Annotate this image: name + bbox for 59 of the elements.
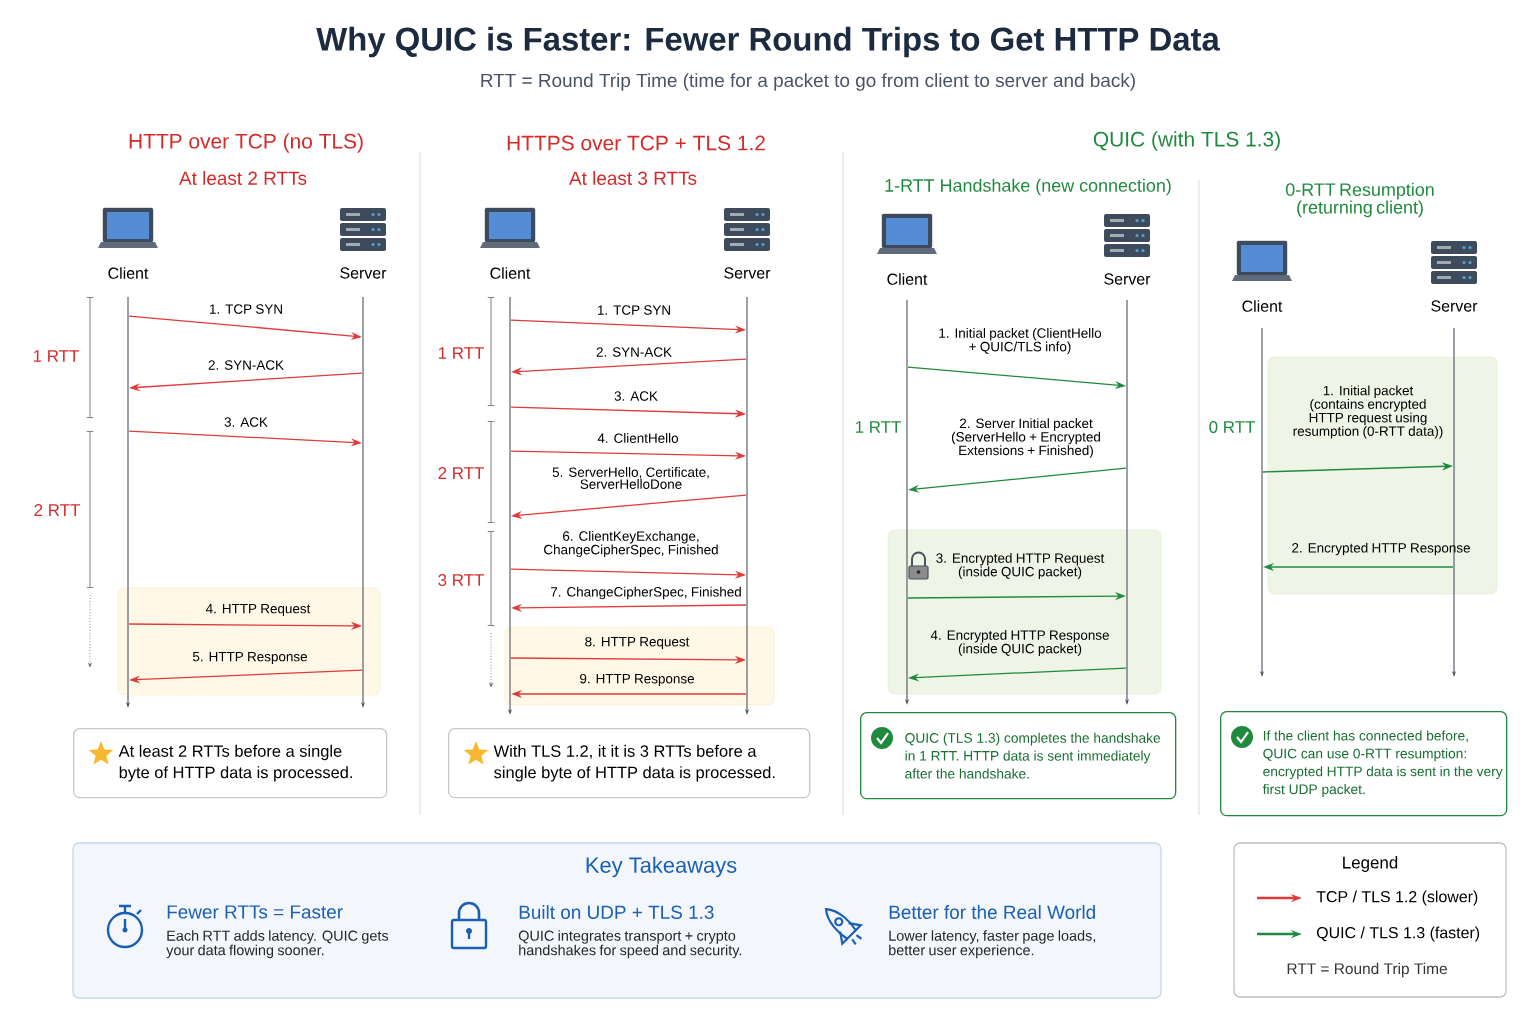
edge-label: 2. Encrypted HTTP Response: [1292, 542, 1470, 556]
rtt-label: 1 RTT: [438, 347, 484, 359]
title: Why QUIC is Faster: Fewer Round Trips to Get HTTP Data: [316, 26, 1220, 58]
edge-label: 8. HTTP Request: [585, 636, 690, 650]
actor-label: Server: [1431, 300, 1478, 312]
edge-label: 4. ClientHello: [597, 433, 679, 443]
edge-label: 4. HTTP Request: [205, 604, 311, 617]
rtt-label: 1 RTT: [33, 350, 79, 362]
note-box: If the client has connected before, QUIC can use 0-RTT resumption: encrypted HTTP data is sent in the very first UDP packet.: [1220, 711, 1508, 817]
column-subheading: At least 2 RTTs: [179, 171, 307, 185]
panel-title: Key Takeaways: [586, 856, 737, 878]
rtt-label: 1 RTT: [855, 421, 901, 433]
actor-label: Client: [1242, 300, 1283, 312]
actor-label: Client: [490, 267, 531, 279]
column-heading: QUIC (with TLS 1.3): [1093, 131, 1280, 151]
edge-label: 3. ACK: [614, 391, 658, 401]
column-subheading: 0-RTT Resumption (returning client): [1285, 182, 1434, 218]
edge-label: 2. SYN-ACK: [596, 347, 672, 357]
column-subheading: At least 3 RTTs: [569, 171, 697, 185]
note-box: With TLS 1.2, it it is 3 RTTs before a single byte of HTTP data is processed.: [448, 728, 811, 799]
edge-label: 1. Initial packet (ClientHello + QUIC/TLS info): [939, 327, 1102, 355]
rtt-label: 2 RTT: [438, 467, 484, 479]
edge-label: 7. ChangeCipherSpec, Finished: [550, 586, 741, 600]
actor-label: Server: [724, 267, 771, 279]
legend-note: RTT = Round Trip Time: [1287, 962, 1447, 978]
takeaway-text: QUIC integrates transport + crypto handshakes for speed and security.: [518, 930, 742, 959]
column-heading: HTTP over TCP (no TLS): [129, 133, 363, 153]
edge-label: 3. Encrypted HTTP Request (inside QUIC packet): [936, 552, 1105, 580]
rtt-label: 0 RTT: [1209, 421, 1255, 433]
actor-label: Server: [1104, 273, 1151, 285]
column-heading: HTTPS over TCP + TLS 1.2: [507, 135, 765, 151]
column-subheading: 1-RTT Handshake (new connection): [885, 178, 1171, 196]
subtitle: RTT = Round Trip Time (time for a packet to go from client to server and back): [481, 73, 1135, 91]
takeaway-heading: Better for the Real World: [889, 905, 1095, 919]
edge-label: 6. ClientKeyExchange, ChangeCipherSpec, Finished: [544, 530, 718, 558]
edge-label: 5. HTTP Response: [192, 652, 307, 665]
edge-label: 1. TCP SYN: [210, 304, 282, 314]
edge-label: 2. Server Initial packet (ServerHello + Encrypted Extensions + Finished): [951, 418, 1100, 458]
actor-label: Client: [887, 273, 928, 285]
edge-label: 3. ACK: [224, 417, 268, 427]
rtt-label: 3 RTT: [438, 574, 484, 586]
legend-label: TCP / TLS 1.2 (slower): [1316, 890, 1478, 906]
takeaway-heading: Fewer RTTs = Faster: [167, 905, 343, 919]
edge-label: 9. HTTP Response: [580, 673, 694, 687]
takeaway-text: Each RTT adds latency. QUIC gets your data flowing sooner.: [166, 930, 389, 959]
actor-label: Server: [340, 267, 387, 279]
edge-label: 2. SYN-ACK: [208, 360, 284, 370]
edge-label: 5. ServerHello, Certificate, ServerHelloDone: [552, 467, 709, 489]
takeaway-text: Lower latency, faster page loads, better user experience.: [889, 930, 1096, 959]
edge-label: 1. TCP SYN: [598, 305, 670, 315]
edge-label: 1. Initial packet (contains encrypted HTTP request using resumption (0-RTT data)): [1293, 385, 1443, 439]
edge-label: 4. Encrypted HTTP Response (inside QUIC packet): [930, 629, 1109, 657]
rtt-label: 2 RTT: [34, 504, 80, 516]
takeaway-heading: Built on UDP + TLS 1.3: [519, 905, 714, 919]
legend-label: QUIC / TLS 1.3 (faster): [1316, 926, 1480, 942]
actor-label: Client: [108, 267, 149, 279]
legend-title: Legend: [1343, 856, 1398, 872]
note-box: At least 2 RTTs before a single byte of HTTP data is processed.: [73, 728, 388, 799]
note-box: QUIC (TLS 1.3) completes the handshake in 1 RTT. HTTP data is sent immediately after the handshake.: [860, 712, 1177, 800]
